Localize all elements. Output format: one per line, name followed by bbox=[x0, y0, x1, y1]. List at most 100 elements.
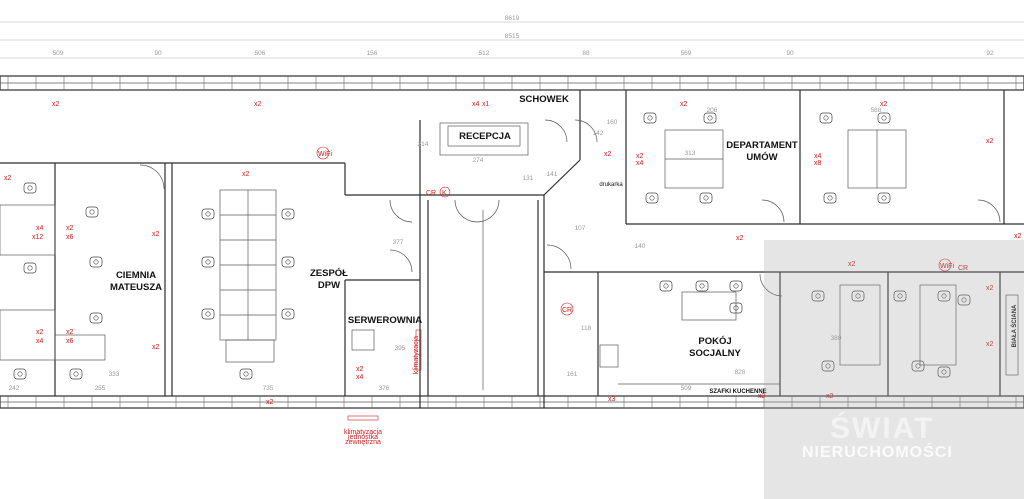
room-label-schowek: SCHOWEK bbox=[519, 94, 569, 105]
furniture bbox=[0, 122, 1019, 390]
dim-inner: 107 bbox=[575, 225, 586, 232]
chair bbox=[645, 192, 659, 204]
dim-seg: 512 bbox=[479, 50, 490, 57]
top-dimensions: 8619 8515 509 90 506 156 512 88 569 90 9… bbox=[0, 15, 1024, 59]
marker-x2: x2 bbox=[66, 329, 74, 336]
chair bbox=[201, 208, 215, 220]
doors bbox=[139, 119, 1001, 297]
dim-inner: 160 bbox=[607, 119, 618, 126]
marker-x2: x2 bbox=[680, 101, 688, 108]
chair bbox=[937, 290, 951, 302]
marker-x2: x2 bbox=[36, 329, 44, 336]
room-label-socjalny: SOCJALNY bbox=[689, 348, 741, 359]
marker-x4: x4 bbox=[472, 101, 480, 108]
chair bbox=[643, 112, 657, 124]
dim-inner: 140 bbox=[635, 243, 646, 250]
dim-inner: 142 bbox=[593, 130, 604, 137]
marker-cr: CR bbox=[426, 190, 436, 197]
marker-x4: x4 bbox=[36, 225, 44, 232]
watermark-overlay bbox=[764, 240, 1024, 499]
marker-x2: x2 bbox=[986, 285, 994, 292]
marker-cr: CR bbox=[958, 265, 968, 272]
dim-inner: 118 bbox=[581, 325, 592, 332]
dim-inner: 214 bbox=[418, 141, 429, 148]
marker-x4: x4 bbox=[36, 338, 44, 345]
dim-seg: 90 bbox=[154, 50, 162, 57]
chair bbox=[69, 368, 83, 380]
label-biala-sciana: BIAŁA ŚCIANA bbox=[1011, 304, 1018, 347]
marker-x3: x3 bbox=[608, 396, 616, 403]
chair bbox=[877, 112, 891, 124]
marker-x8: x8 bbox=[814, 160, 822, 167]
chair bbox=[201, 256, 215, 268]
dim-inner: 828 bbox=[735, 369, 746, 376]
marker-x6: x6 bbox=[66, 234, 74, 241]
chair bbox=[729, 302, 743, 314]
chair bbox=[239, 368, 253, 380]
dim-inner: 141 bbox=[547, 171, 558, 178]
chair bbox=[13, 368, 27, 380]
marker-x2: x2 bbox=[66, 225, 74, 232]
chair bbox=[877, 192, 891, 204]
chair bbox=[281, 308, 295, 320]
label-jednostka: jednostka bbox=[347, 434, 378, 441]
chair bbox=[957, 294, 971, 306]
marker-k: K bbox=[442, 190, 447, 197]
chair bbox=[89, 256, 103, 268]
chair bbox=[893, 290, 907, 302]
watermark-line2: NIERUCHOMOŚCI bbox=[802, 444, 953, 461]
marker-x2: x2 bbox=[152, 344, 160, 351]
marker-x2: x2 bbox=[1014, 233, 1022, 240]
dim-inner: 313 bbox=[685, 150, 696, 157]
marker-x2: x2 bbox=[880, 101, 888, 108]
room-label-departament: DEPARTAMENT bbox=[726, 140, 798, 151]
dim-top-total: 8619 bbox=[505, 15, 520, 22]
marker-x6: x6 bbox=[66, 338, 74, 345]
chair bbox=[823, 192, 837, 204]
marker-x2: x2 bbox=[986, 341, 994, 348]
chair bbox=[911, 360, 925, 372]
chair bbox=[851, 290, 865, 302]
marker-x2: x2 bbox=[52, 101, 60, 108]
dim-inner: 376 bbox=[379, 385, 390, 392]
chair bbox=[699, 192, 713, 204]
marker-x4: x4 bbox=[636, 160, 644, 167]
chair bbox=[821, 360, 835, 372]
dim-inner: 255 bbox=[95, 385, 106, 392]
marker-x4: x4 bbox=[356, 374, 364, 381]
dim-inner: 274 bbox=[473, 157, 484, 164]
chair bbox=[819, 112, 833, 124]
marker-x12: x12 bbox=[32, 234, 43, 241]
chair bbox=[703, 112, 717, 124]
marker-x2: x2 bbox=[356, 366, 364, 373]
chair bbox=[23, 262, 37, 274]
marker-x1: x1 bbox=[482, 101, 490, 108]
marker-x2: x2 bbox=[986, 138, 994, 145]
marker-wifi: WiFi bbox=[318, 151, 332, 158]
chair bbox=[695, 280, 709, 292]
dim-seg: 156 bbox=[367, 50, 378, 57]
marker-x2: x2 bbox=[848, 261, 856, 268]
window-ticks bbox=[7, 76, 1017, 408]
marker-x2: x2 bbox=[4, 175, 12, 182]
chair bbox=[659, 280, 673, 292]
interior-walls bbox=[0, 90, 1024, 408]
chair bbox=[281, 256, 295, 268]
marker-x2: x2 bbox=[736, 235, 744, 242]
chair bbox=[281, 208, 295, 220]
marker-x2: x2 bbox=[152, 231, 160, 238]
dim-seg: 506 bbox=[255, 50, 266, 57]
dim-inner: 735 bbox=[263, 385, 274, 392]
label-klimatyzacja-vertical: klimatyzacja bbox=[413, 336, 420, 374]
room-label-dpw: DPW bbox=[318, 280, 340, 291]
chair bbox=[85, 206, 99, 218]
chair bbox=[937, 366, 951, 378]
dim-inner: 395 bbox=[395, 345, 406, 352]
label-drukarka: drukarka bbox=[599, 182, 623, 188]
dim-inner: 242 bbox=[9, 385, 20, 392]
room-label-ciemnia: CIEMNIA bbox=[116, 270, 156, 281]
dim-seg: 88 bbox=[582, 50, 590, 57]
marker-cr: CR bbox=[562, 307, 572, 314]
dim-inner: 206 bbox=[707, 107, 718, 114]
marker-x4: x4 bbox=[814, 153, 822, 160]
